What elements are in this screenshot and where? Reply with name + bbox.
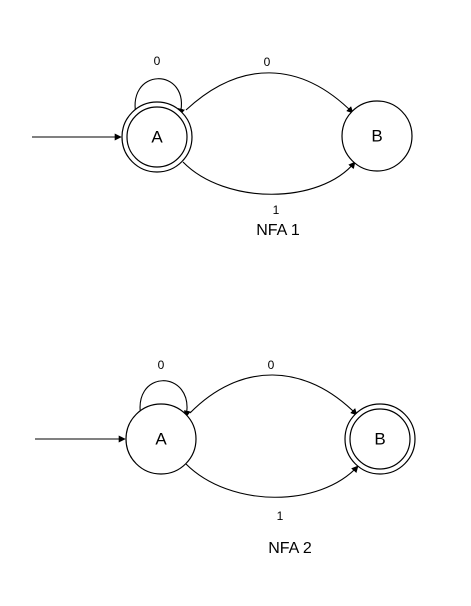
nfa-2-state-a-circle: [125, 403, 197, 475]
nfa-1-self-loop-a-label: 0: [154, 54, 161, 68]
nfa-2-caption: NFA 2: [268, 540, 312, 557]
nfa-1-state-a-inner-ring: [126, 106, 188, 168]
nfa-1-edge-a-b-bottom-label: 1: [273, 203, 280, 217]
nfa-1-edge-a-b-top-label: 0: [264, 55, 271, 69]
nfa-2-edge-a-b-top-label: 0: [268, 358, 275, 372]
nfa-1-caption: NFA 1: [256, 222, 300, 239]
nfa-2-state-b-label: B: [374, 429, 385, 448]
nfa-2-edge-a-b-top: [189, 374, 358, 416]
nfa-1-edge-a-b-bottom: [182, 161, 356, 195]
nfa-1-edge-a-b-top: [185, 72, 354, 114]
nfa-2-edge-a-b-bottom-label: 1: [277, 509, 284, 523]
nfa-1-state-b-circle: [341, 100, 413, 172]
nfa-1-state-b: B: [341, 100, 413, 172]
nfa-1-state-a-label: A: [151, 127, 163, 146]
nfa-1-state-a: A: [121, 101, 193, 173]
nfa-2-state-a: A: [125, 403, 197, 475]
nfa-2-state-a-label: A: [155, 429, 167, 448]
nfa-2-self-loop-a-label: 0: [158, 358, 165, 372]
nfa-1-self-loop-a: [134, 78, 185, 120]
nfa-2-state-b: B: [344, 403, 416, 475]
nfa-2-state-b-inner-ring: [349, 408, 411, 470]
nfa-2: 0 0 1 A B NFA 2: [35, 358, 416, 557]
nfa-1-state-b-label: B: [371, 126, 382, 145]
nfa-1: 0 0 1 A B NFA 1: [32, 54, 413, 239]
nfa-2-edge-a-b-bottom: [185, 463, 359, 498]
nfa-2-self-loop-a: [139, 380, 191, 422]
